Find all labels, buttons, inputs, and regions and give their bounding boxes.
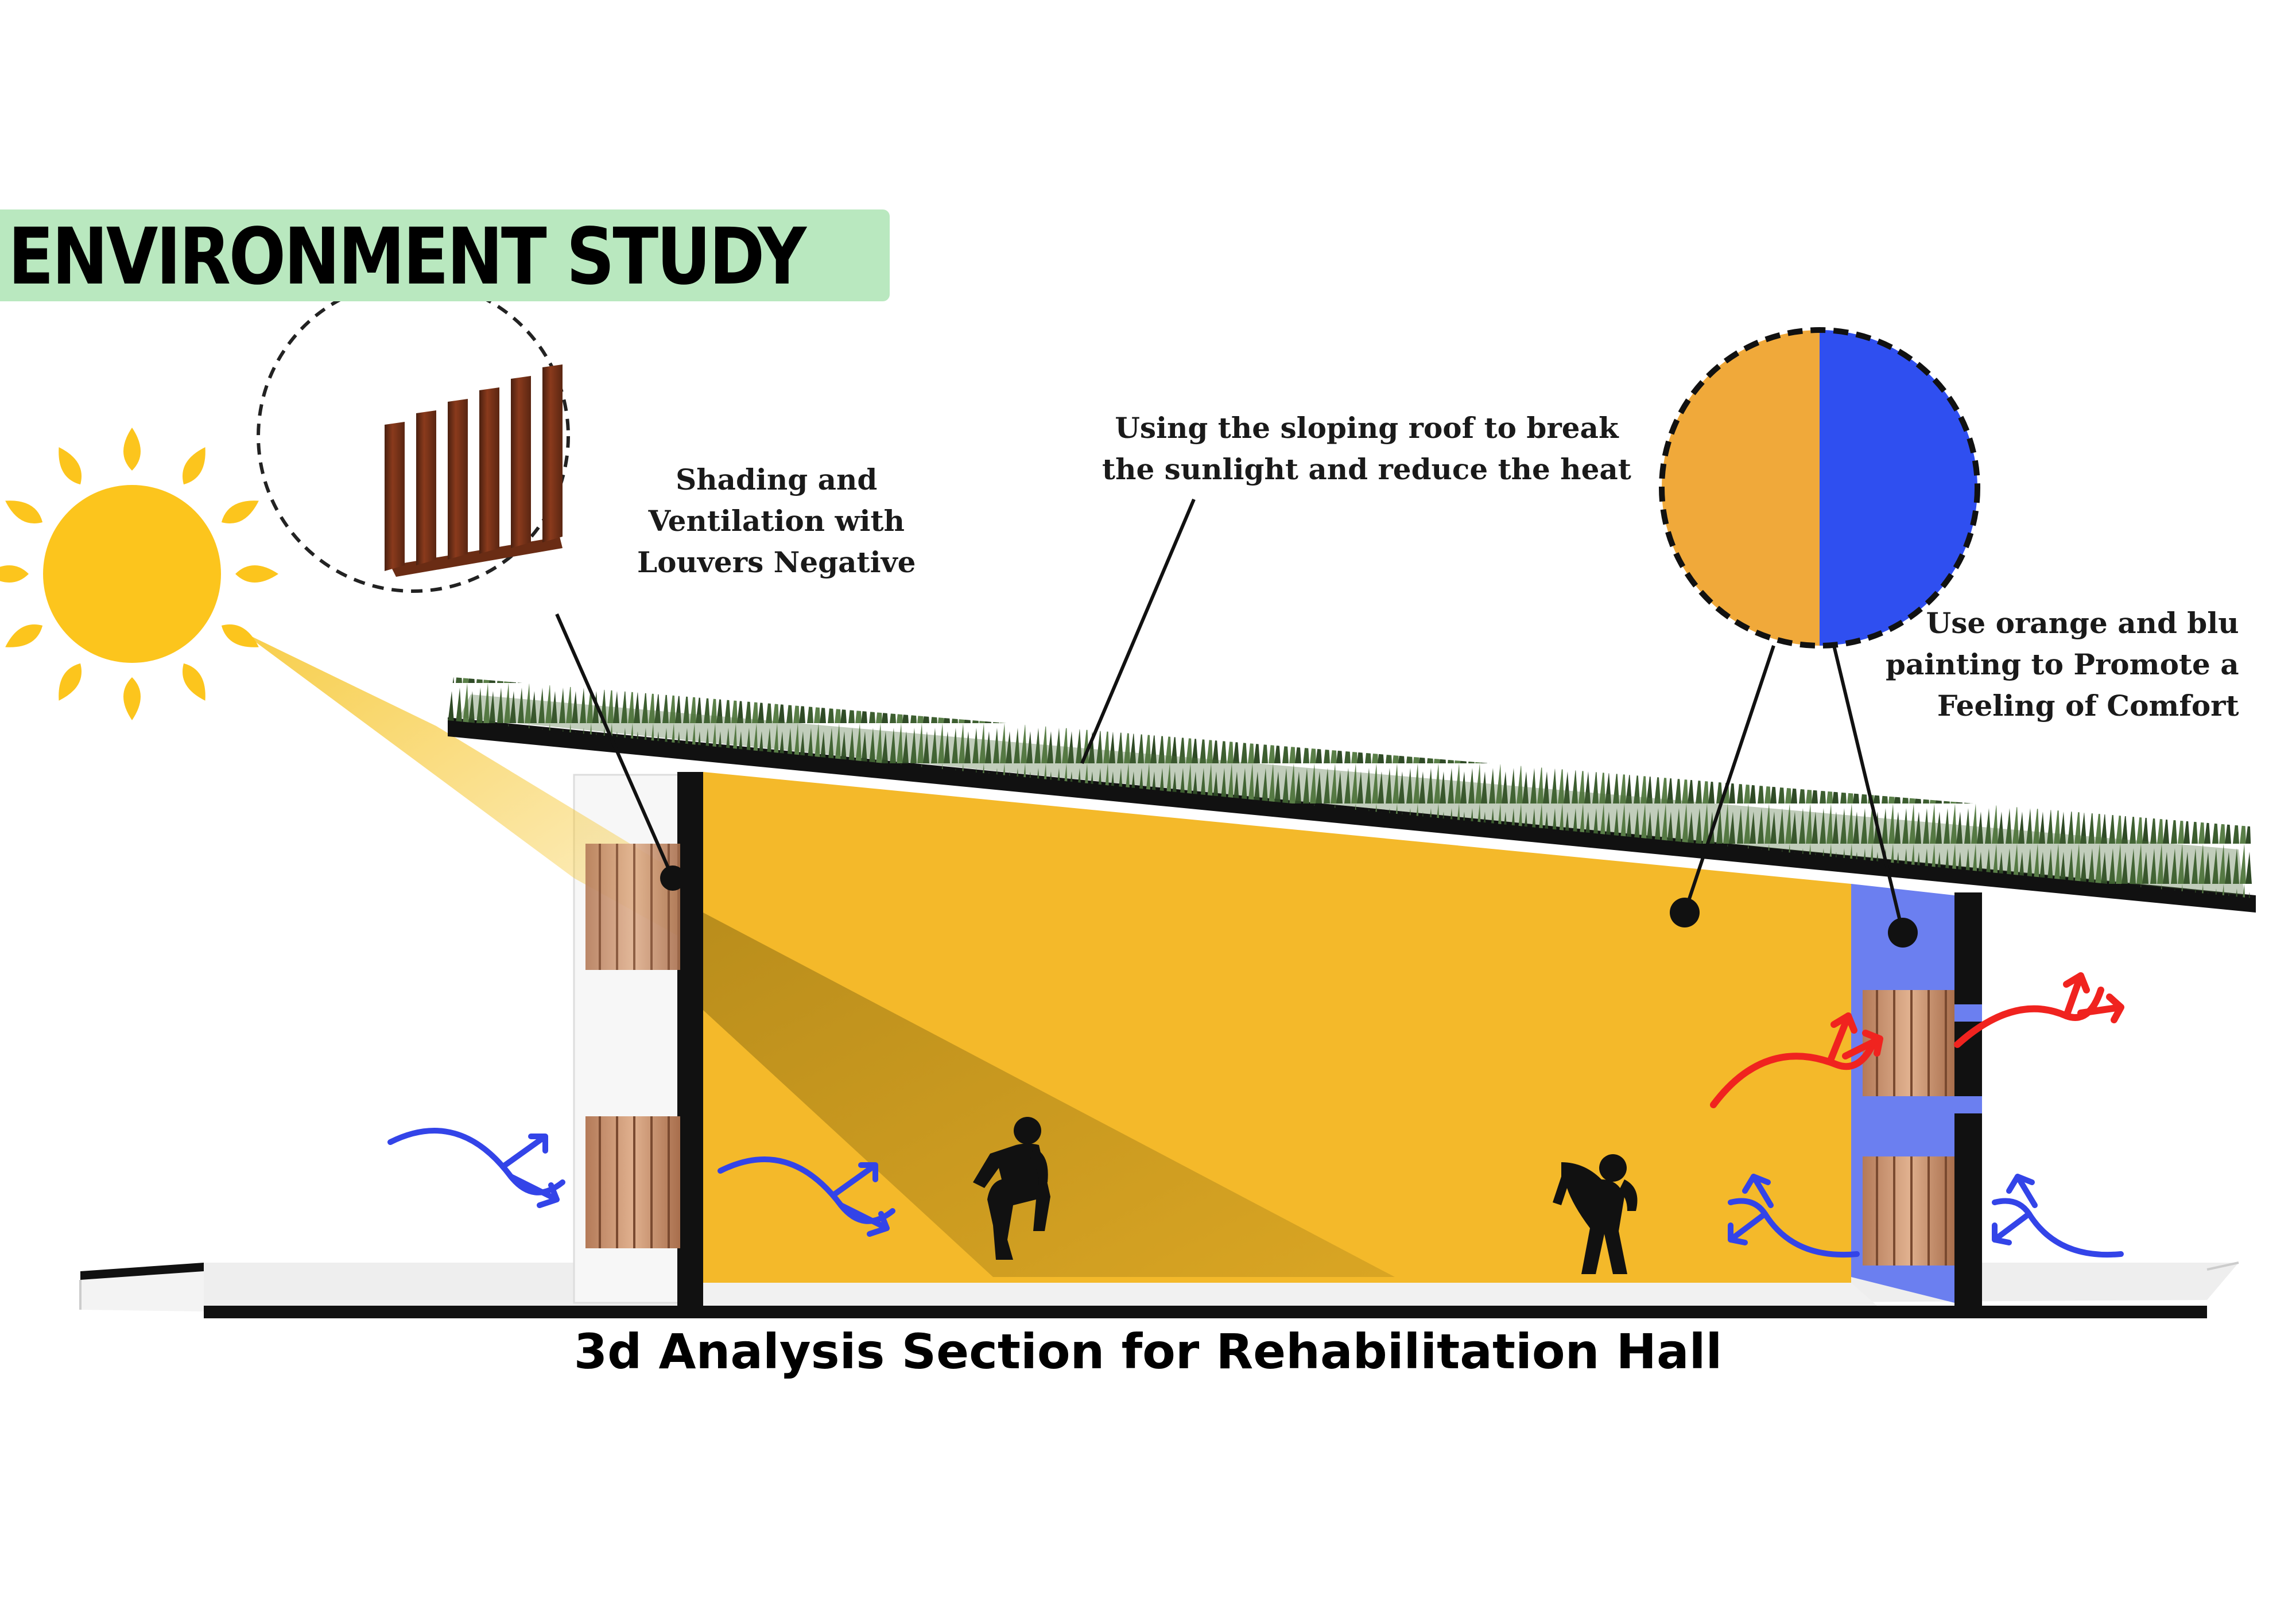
annotation-line: Shading and: [676, 463, 878, 496]
person-exercising-icon: [973, 1117, 1050, 1260]
annotation-line: painting to Promote a: [1886, 647, 2239, 681]
paint-annotation: Use orange and blu painting to Promote a…: [1886, 603, 2239, 727]
sunbeam: [241, 631, 677, 936]
louver-panel-upper-left: [585, 844, 680, 970]
sloping-green-roof: [448, 677, 2256, 913]
cool-airflow-arrow-icon: [387, 1128, 2124, 1258]
hot-airflow-arrow-icon: [1710, 972, 2124, 1108]
annotation-line: Feeling of Comfort: [1937, 689, 2239, 723]
diagram-caption: 3d Analysis Section for Rehabilitation H…: [573, 1323, 1723, 1380]
person-stretching-icon: [1553, 1154, 1638, 1274]
annotation-line: Ventilation with: [648, 504, 905, 538]
annotation-line: the sunlight and reduce the heat: [1102, 452, 1631, 486]
leader-lines: [555, 498, 1905, 933]
annotation-line: Use orange and blu: [1926, 606, 2239, 640]
orange-blue-paint-icon: [1659, 327, 1980, 649]
louvers-annotation: Shading and Ventilation with Louvers Neg…: [637, 459, 916, 583]
louver-panel-lower-left: [585, 1116, 680, 1248]
annotation-line: Using the sloping roof to break: [1115, 411, 1619, 445]
roof-annotation: Using the sloping roof to break the sunl…: [1102, 407, 1631, 490]
leader-dots: [660, 865, 1918, 948]
hall-floor: [703, 1283, 1877, 1306]
title-banner: ENVIRONMENT STUDY: [0, 209, 890, 301]
page-title: ENVIRONMENT STUDY: [8, 212, 806, 302]
louver-panel-lower-right: [1863, 1156, 1954, 1266]
annotation-line: Louvers Negative: [637, 545, 916, 579]
interior-sun-patch: [703, 913, 1395, 1277]
sun-icon: [0, 428, 278, 720]
louver-detail-icon: [257, 280, 570, 593]
